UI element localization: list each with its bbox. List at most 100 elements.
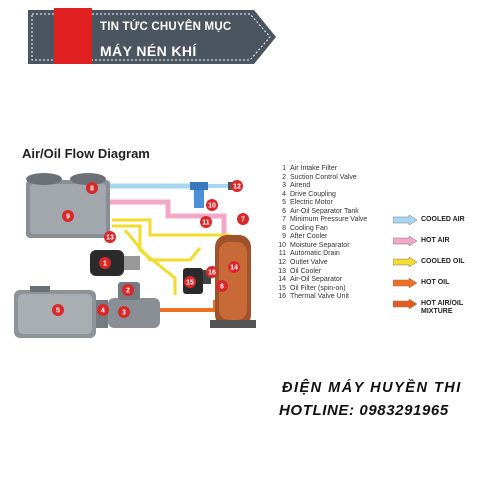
hotline: HOTLINE: 0983291965 <box>279 402 449 419</box>
callout-14: 14 <box>228 261 240 273</box>
moisture-separator <box>190 182 208 208</box>
component-name: Suction Control Valve <box>290 173 357 181</box>
arrow-icon <box>393 278 417 288</box>
flow-key-label: COOLED AIR <box>421 216 465 223</box>
svg-text:12: 12 <box>233 184 241 191</box>
flow-key-label: COOLED OIL <box>421 258 465 265</box>
separator-tank <box>210 235 256 328</box>
cooled-oil-pipe-c <box>123 229 202 262</box>
svg-text:5: 5 <box>56 308 60 315</box>
callout-5: 5 <box>52 304 64 316</box>
compressor-illustration: 8 9 10 11 12 7 13 1 14 16 15 6 2 5 4 3 <box>14 173 256 338</box>
component-list: 1 Air Intake Filter 2 Suction Control Valve… <box>272 165 392 302</box>
callout-4: 4 <box>97 304 109 316</box>
callout-10: 10 <box>206 199 218 211</box>
svg-text:11: 11 <box>202 220 210 227</box>
component-name: Oil Filter (spin-on) <box>290 284 346 292</box>
component-row: 14 Air-Oil Separator <box>272 276 392 285</box>
svg-text:8: 8 <box>90 186 94 193</box>
component-name: Air-Oil Separator <box>290 276 343 284</box>
category-banner: TIN TỨC CHUYÊN MỤC MÁY NÉN KHÍ <box>8 8 278 64</box>
flow-key-item: HOT OIL <box>393 277 479 290</box>
component-row: 10 Moisture Separator <box>272 242 392 251</box>
component-number: 15 <box>278 284 286 292</box>
component-name: Cooling Fan <box>290 224 328 232</box>
arrow-icon <box>393 236 417 246</box>
flow-key-label: HOT AIR <box>421 237 450 244</box>
banner-title-line2: MÁY NÉN KHÍ <box>100 43 197 59</box>
component-number: 7 <box>282 216 286 224</box>
component-number: 13 <box>278 267 286 275</box>
component-number: 14 <box>278 276 286 284</box>
component-name: Airend <box>290 182 311 190</box>
svg-text:3: 3 <box>122 310 126 317</box>
component-name: Air Intake Filter <box>290 165 338 172</box>
arrow-icon <box>393 299 417 309</box>
company-name: ĐIỆN MÁY HUYỀN THI <box>282 380 462 396</box>
air-intake-filter <box>90 250 140 276</box>
flow-key-item: COOLED OIL <box>393 256 479 269</box>
callout-16: 16 <box>206 266 218 278</box>
component-row: 5 Electric Motor <box>272 199 392 208</box>
svg-text:2: 2 <box>126 288 130 295</box>
component-row: 2 Suction Control Valve <box>272 174 392 183</box>
component-row: 13 Oil Cooler <box>272 268 392 277</box>
component-row: 8 Cooling Fan <box>272 225 392 234</box>
cooled-air-pipe <box>110 183 199 200</box>
svg-text:7: 7 <box>241 217 245 224</box>
after-cooler-unit <box>26 173 110 238</box>
cooled-oil-pipe-a <box>112 218 230 237</box>
component-number: 8 <box>282 224 286 232</box>
svg-text:16: 16 <box>208 270 216 277</box>
callout-2: 2 <box>122 284 134 296</box>
callout-13: 13 <box>104 231 116 243</box>
component-name: Electric Motor <box>290 199 333 207</box>
callout-11: 11 <box>200 216 212 228</box>
flow-key-label: HOT AIR/OIL MIXTURE <box>421 300 463 315</box>
flow-key-item: COOLED AIR <box>393 214 479 227</box>
callout-8: 8 <box>86 182 98 194</box>
arrow-icon <box>393 257 417 267</box>
component-number: 10 <box>278 241 286 249</box>
svg-text:15: 15 <box>186 280 194 287</box>
svg-text:6: 6 <box>220 284 224 291</box>
component-number: 9 <box>282 233 286 241</box>
callout-12: 12 <box>231 180 243 192</box>
flow-key-item: HOT AIR <box>393 235 479 248</box>
flow-key-label: HOT OIL <box>421 279 450 286</box>
callout-6: 6 <box>216 280 228 292</box>
component-name: After Cooler <box>290 233 328 241</box>
component-name: Oil Cooler <box>290 267 322 275</box>
component-name: Moisture Separator <box>290 241 350 249</box>
hot-air-pipe <box>110 199 227 236</box>
svg-text:13: 13 <box>106 235 114 242</box>
callout-7: 7 <box>237 213 249 225</box>
flow-key: COOLED AIR HOT AIR COOLED OIL HOT OIL HOT AI… <box>393 214 479 328</box>
component-row: 9 After Cooler <box>272 233 392 242</box>
component-number: 11 <box>278 250 286 258</box>
airend <box>108 282 160 328</box>
svg-text:4: 4 <box>101 308 105 315</box>
flow-key-item: HOT AIR/OIL MIXTURE <box>393 298 479 320</box>
component-number: 2 <box>282 173 286 181</box>
svg-text:9: 9 <box>66 214 70 221</box>
component-name: Air-Oil Separator Tank <box>290 207 359 215</box>
component-number: 5 <box>282 199 286 207</box>
banner-title-line1: TIN TỨC CHUYÊN MỤC <box>100 21 232 33</box>
component-number: 12 <box>278 259 286 267</box>
component-row: 12 Outlet Valve <box>272 259 392 268</box>
svg-text:10: 10 <box>208 203 216 210</box>
component-name: Outlet Valve <box>290 259 328 267</box>
component-number: 1 <box>282 165 286 172</box>
callout-1: 1 <box>99 257 111 269</box>
banner-shape <box>28 8 276 64</box>
component-name: Drive Coupling <box>290 190 336 198</box>
component-name: Thermal Valve Unit <box>290 293 350 301</box>
svg-text:14: 14 <box>230 265 238 272</box>
component-row: 1 Air Intake Filter <box>272 165 392 174</box>
arrow-icon <box>393 215 417 225</box>
